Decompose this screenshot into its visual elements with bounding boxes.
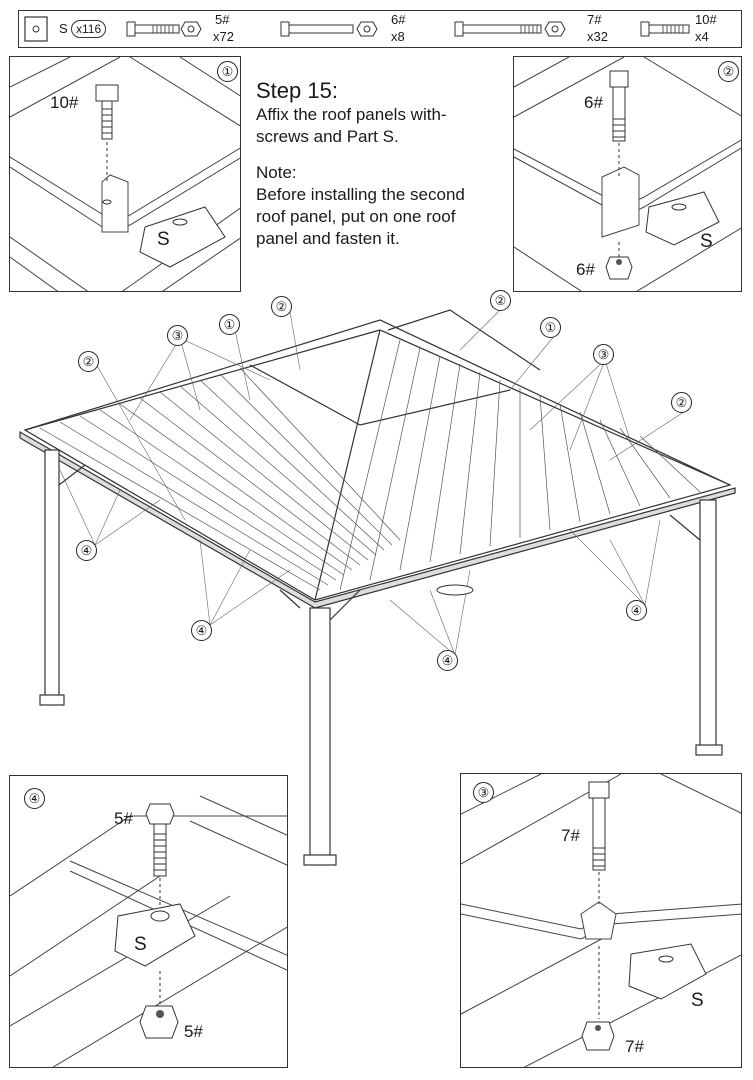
detail-2-drawing [514,57,741,291]
detail-4-part-label: S [134,934,147,955]
detail-3: 7# 7# S ③ [460,773,742,1068]
step-title: Step 15: [256,78,338,103]
parts-list: S x116 5# x72 6# x8 7# [18,10,742,48]
part-7: 7# x32 [451,11,621,47]
detail-2-screw-label: 6# [584,93,603,112]
step-line-1: Affix the roof panels with- [256,105,447,124]
detail-2-marker: ② [718,61,739,82]
callout-2a: ② [271,296,292,317]
callout-2b: ② [490,290,511,311]
screw-7-icon [588,781,610,871]
callout-4a: ④ [76,540,97,561]
detail-3-drawing [461,774,741,1067]
instructions: Step 15: Affix the roof panels with- scr… [256,78,506,250]
note-line-3: panel and fasten it. [256,229,400,248]
part-s: S x116 [23,11,113,47]
leader-lines [59,309,691,656]
callout-3b: ③ [593,344,614,365]
detail-1-marker: ① [217,61,238,82]
detail-4: 5# 5# S ④ [9,775,288,1068]
detail-1-part-label: S [157,229,170,250]
part-7-id: 7# [587,12,602,27]
screw-10-icon [95,84,119,140]
callout-2c: ② [78,351,99,372]
roof-outline [23,319,732,601]
detail-3-part-label: S [691,990,704,1011]
part-6: 6# x8 [277,11,417,47]
callout-2d: ② [671,392,692,413]
roof-panels [39,339,701,591]
callout-4c: ④ [437,650,458,671]
callout-4d: ④ [626,600,647,621]
screw-6-icon [609,70,629,142]
nut-6-icon [605,256,633,280]
nut-5-icon [139,1005,179,1039]
part-7-qty: x32 [587,29,608,44]
detail-3-marker: ③ [473,782,494,803]
screw-5-icon [145,803,175,877]
part-5-id: 5# [215,12,230,27]
step-line-2: screws and Part S. [256,127,399,146]
part-s-id: S [59,21,68,36]
detail-4-screw-label: 5# [114,809,133,828]
bolt-10-icon [640,21,690,37]
hook-icon [436,584,474,596]
bolt-7-icon [454,21,566,37]
part-10-id: 10# [695,12,717,27]
detail-4-nut-label: 5# [184,1022,203,1041]
part-10-qty: x4 [695,29,709,44]
nut-7-icon [581,1021,615,1051]
detail-4-marker: ④ [24,788,45,809]
bolt-5-icon [126,21,202,37]
part-s-qty: x116 [71,20,107,38]
detail-4-drawing [10,795,287,1067]
detail-2-part-label: S [700,231,713,252]
part-6-id: 6# [391,12,406,27]
detail-1: 10# S ① [9,56,241,292]
note-line-1: Before installing the second [256,185,465,204]
detail-2: 6# 6# S ② [513,56,742,292]
detail-3-nut-label: 7# [625,1037,644,1056]
part-6-qty: x8 [391,29,405,44]
gazebo-drawing [19,309,736,866]
bolt-6-icon [280,21,378,37]
callout-4b: ④ [191,620,212,641]
detail-3-screw-label: 7# [561,826,580,845]
callout-1b: ① [540,317,561,338]
detail-1-screw-label: 10# [50,93,79,112]
callout-1a: ① [219,314,240,335]
part-5: 5# x72 [123,11,253,47]
detail-2-nut-label: 6# [576,260,595,279]
note-title: Note: [256,163,297,182]
detail-1-drawing [10,57,240,291]
part-5-qty: x72 [213,29,234,44]
washer-s-icon [24,16,48,42]
note-line-2: roof panel, put on one roof [256,207,456,226]
callout-3a: ③ [167,325,188,346]
part-10: 10# x4 [637,11,737,47]
